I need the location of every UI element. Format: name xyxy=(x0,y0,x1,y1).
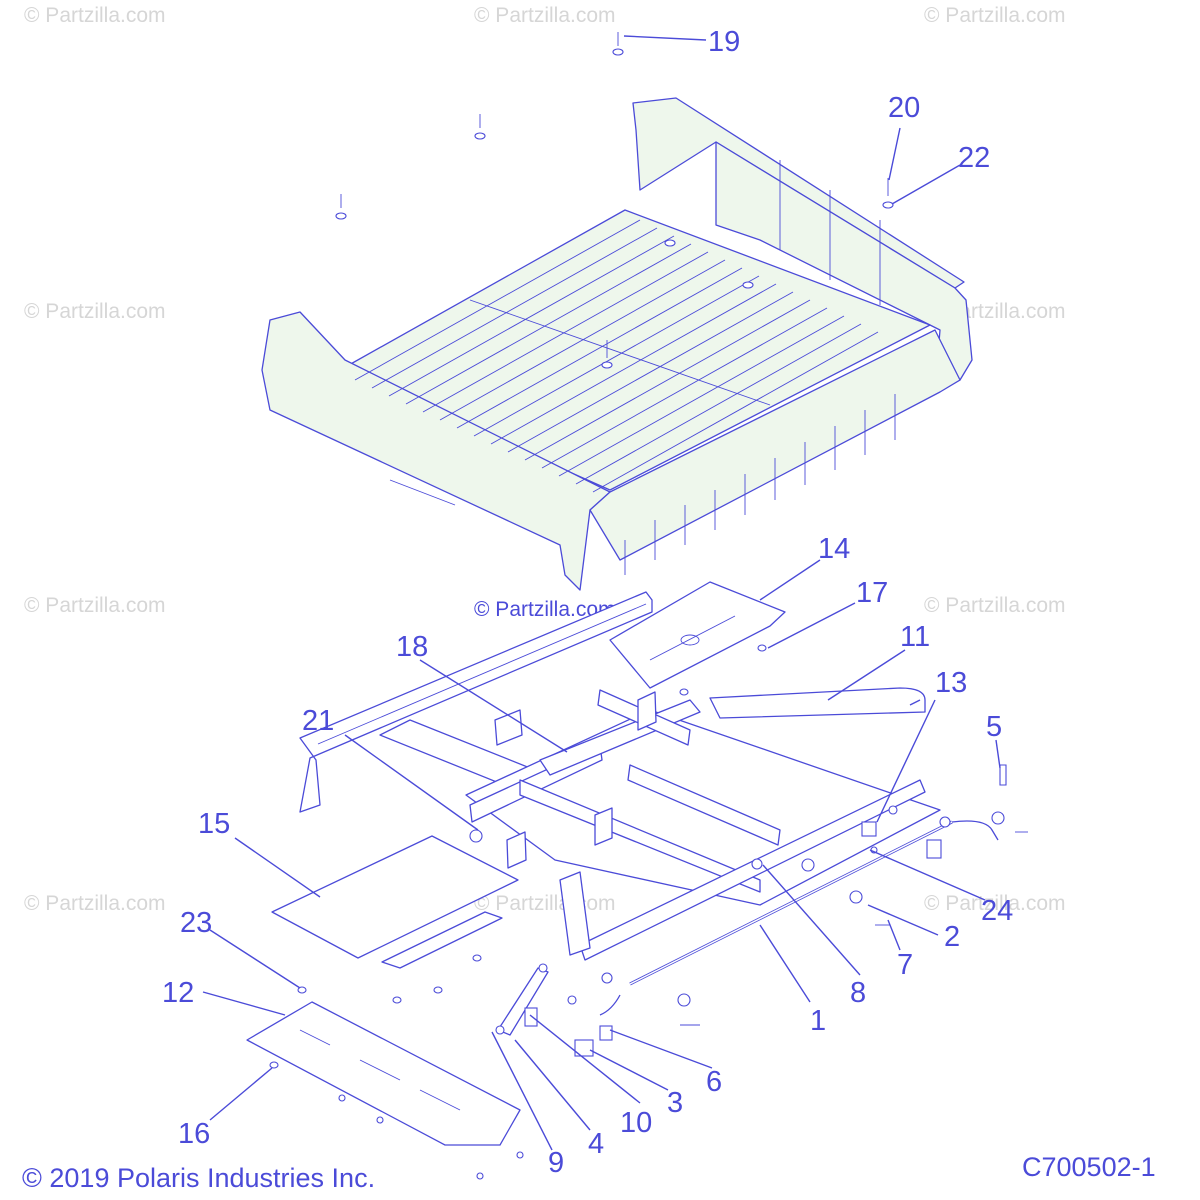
strut-4 xyxy=(495,963,549,1036)
watermark: © Partzilla.com xyxy=(24,892,166,915)
callout-2: 2 xyxy=(944,921,960,953)
watermark: © Partzilla.com xyxy=(24,4,166,27)
skid-plate-12 xyxy=(246,1001,521,1146)
callout-16: 16 xyxy=(178,1118,210,1150)
callout-21: 21 xyxy=(302,705,334,737)
copyright-text: © 2019 Polaris Industries Inc. xyxy=(22,1163,375,1193)
watermark: © Partzilla.com xyxy=(24,300,166,323)
watermark: © Partzilla.com xyxy=(924,4,1066,27)
callout-12: 12 xyxy=(162,977,194,1009)
watermark: © Partzilla.com xyxy=(24,594,166,617)
callouts: 1 2 3 4 5 6 7 8 9 10 11 12 13 14 15 16 1… xyxy=(162,26,1013,1179)
watermark: © Partzilla.com xyxy=(474,4,616,27)
watermark: © Partzilla.com xyxy=(924,892,1066,915)
watermark: © Partzilla.com xyxy=(924,594,1066,617)
panel-15 xyxy=(271,835,519,969)
cargo-frame-11 xyxy=(379,687,941,961)
latch-rod-1 xyxy=(599,820,999,1016)
callout-23: 23 xyxy=(180,907,212,939)
diagram-code: C700502-1 xyxy=(1022,1152,1156,1182)
watermark: © Partzilla.com xyxy=(474,892,616,915)
fasteners xyxy=(269,32,894,1180)
plate-14 xyxy=(609,581,786,689)
callout-13: 13 xyxy=(935,667,967,699)
callout-11: 11 xyxy=(900,621,930,653)
callout-14: 14 xyxy=(818,533,850,565)
side-rail-21 xyxy=(299,591,653,813)
callout-3: 3 xyxy=(667,1087,683,1119)
callout-22: 22 xyxy=(958,142,990,174)
cargo-box xyxy=(261,97,973,591)
callout-8: 8 xyxy=(850,977,866,1009)
hardware xyxy=(469,764,1028,1057)
watermark-center: © Partzilla.com xyxy=(474,598,616,621)
callout-4: 4 xyxy=(588,1128,604,1160)
callout-24: 24 xyxy=(981,895,1013,927)
callout-10: 10 xyxy=(620,1107,652,1139)
callout-9: 9 xyxy=(548,1147,564,1179)
callout-15: 15 xyxy=(198,808,230,840)
leader-lines xyxy=(202,35,1001,1151)
callout-17: 17 xyxy=(856,577,888,609)
callout-7: 7 xyxy=(897,949,913,981)
callout-19: 19 xyxy=(708,26,740,58)
callout-6: 6 xyxy=(706,1066,722,1098)
callout-20: 20 xyxy=(888,92,920,124)
callout-1: 1 xyxy=(810,1005,826,1037)
callout-5: 5 xyxy=(986,711,1002,743)
callout-18: 18 xyxy=(396,631,428,663)
